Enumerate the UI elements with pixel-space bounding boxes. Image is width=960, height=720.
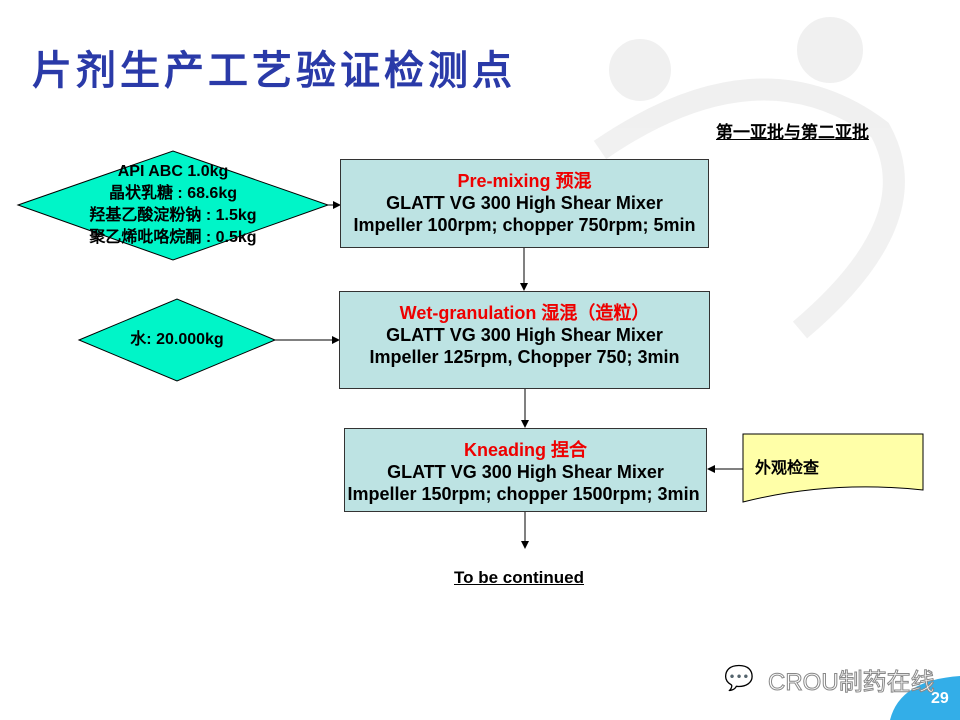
step-name: Pre-mixing 预混	[457, 171, 592, 191]
page-title: 片剂生产工艺验证检测点	[32, 47, 516, 94]
step-kneading: Kneading 捏合 GLATT VG 300 High Shear Mixe…	[344, 428, 707, 512]
step-params: Impeller 100rpm; chopper 750rpm; 5min	[353, 215, 696, 235]
page-corner	[890, 676, 960, 720]
subtitle: 第一亚批与第二亚批	[716, 123, 869, 142]
step-params: Impeller 150rpm; chopper 1500rpm; 3min	[347, 484, 700, 504]
step-premixing: Pre-mixing 预混 GLATT VG 300 High Shear Mi…	[340, 159, 709, 248]
wechat-icon: 💬	[724, 665, 754, 692]
watermark: CROU制药在线	[768, 669, 936, 697]
step-name: Wet-granulation 湿混（造粒）	[399, 303, 650, 323]
visual-check-label: 外观检查	[755, 460, 820, 477]
to-be-continued: To be continued	[454, 568, 585, 587]
step-wet-granulation: Wet-granulation 湿混（造粒） GLATT VG 300 High…	[339, 291, 710, 389]
input-item: 聚乙烯吡咯烷酮 : 0.5kg	[89, 229, 257, 246]
page-number: 29	[931, 690, 949, 707]
input-item: 羟基乙酸淀粉钠 : 1.5kg	[89, 207, 257, 224]
input-list-1: API ABC 1.0kg 晶状乳糖 : 68.6kg 羟基乙酸淀粉钠 : 1.…	[58, 161, 288, 249]
input-item: API ABC 1.0kg	[117, 163, 229, 180]
step-equipment: GLATT VG 300 High Shear Mixer	[386, 193, 663, 213]
step-params: Impeller 125rpm, Chopper 750; 3min	[369, 347, 680, 367]
step-name: Kneading 捏合	[463, 440, 587, 460]
step-equipment: GLATT VG 300 High Shear Mixer	[387, 462, 664, 482]
input-item: 晶状乳糖 : 68.6kg	[108, 185, 238, 202]
step-equipment: GLATT VG 300 High Shear Mixer	[386, 325, 663, 345]
background-figures-logo	[593, 17, 905, 339]
check-document-shape	[742, 433, 924, 503]
input-water: 水: 20.000kg	[130, 331, 224, 348]
